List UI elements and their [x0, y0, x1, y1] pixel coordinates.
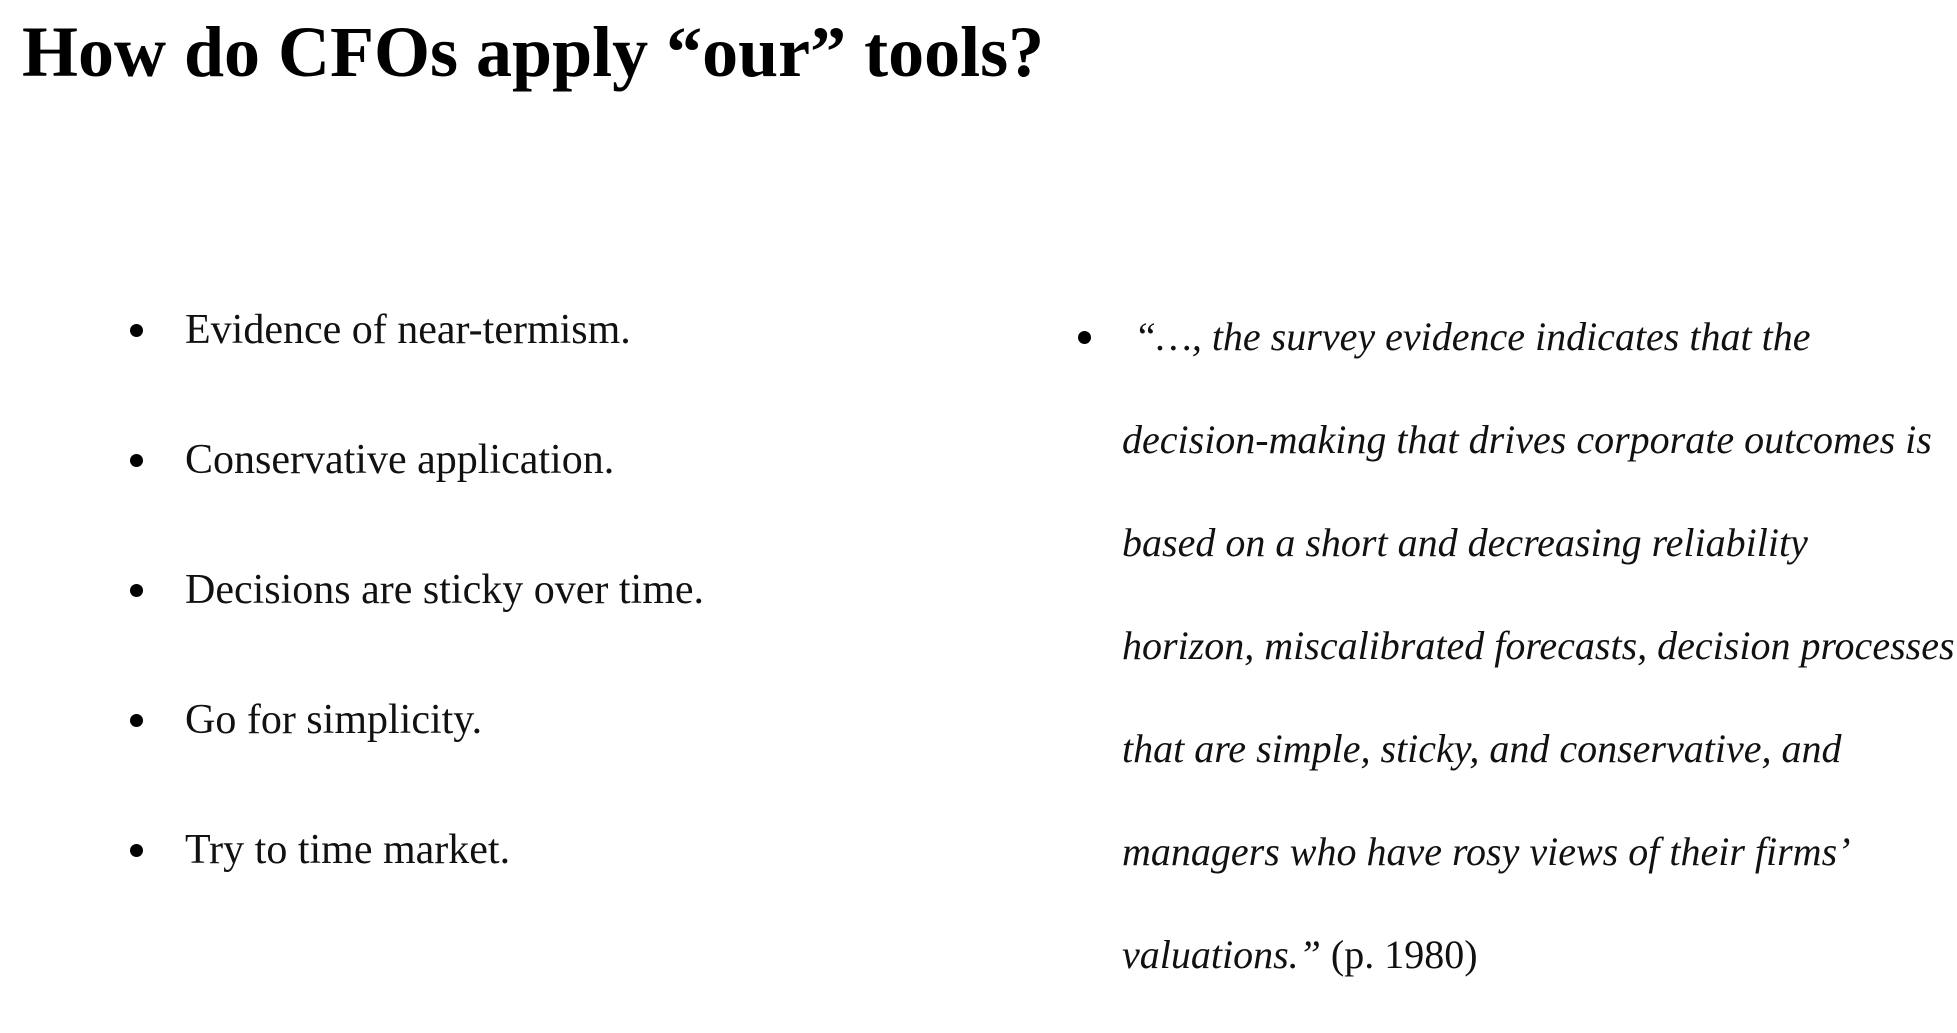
- bullet-item-sticky: Decisions are sticky over time.: [130, 565, 704, 615]
- quote-line: that are simple, sticky, and conservativ…: [1122, 726, 1842, 771]
- bullet-text: Conservative application.: [185, 437, 615, 483]
- quote-citation: (p. 1980): [1320, 932, 1478, 977]
- bullet-item-time-market: Try to time market.: [130, 825, 704, 875]
- quote-last-line: valuations.” (p. 1980): [1122, 930, 1957, 980]
- quote-line: “…, the survey evidence indicates that t…: [1134, 314, 1811, 359]
- quote-line: valuations.”: [1122, 932, 1321, 977]
- bullet-dot-icon: [130, 454, 143, 467]
- quote-line: based on a short and decreasing reliabil…: [1122, 520, 1808, 565]
- bullet-dot-icon: [130, 324, 143, 337]
- slide-title: How do CFOs apply “our” tools?: [22, 12, 1045, 92]
- bullet-text: Try to time market.: [185, 827, 511, 873]
- bullet-item-conservative: Conservative application.: [130, 435, 704, 485]
- quote-text: “…, the survey evidence indicates that t…: [1122, 312, 1957, 1033]
- bullet-dot-icon: [130, 584, 143, 597]
- left-bullet-list: Evidence of near-termism. Conservative a…: [130, 305, 704, 955]
- bullet-dot-icon: [130, 844, 143, 857]
- quote-line: managers who have rosy views of their fi…: [1122, 829, 1851, 874]
- bullet-item-near-termism: Evidence of near-termism.: [130, 305, 704, 355]
- bullet-text: Evidence of near-termism.: [185, 307, 631, 353]
- bullet-item-simplicity: Go for simplicity.: [130, 695, 704, 745]
- bullet-text: Go for simplicity.: [185, 697, 483, 743]
- bullet-text: Decisions are sticky over time.: [185, 567, 705, 613]
- quote-line: horizon, miscalibrated forecasts, decisi…: [1122, 623, 1955, 668]
- bullet-dot-icon: [1078, 331, 1091, 344]
- quote-line: decision-making that drives corporate ou…: [1122, 417, 1932, 462]
- bullet-dot-icon: [130, 714, 143, 727]
